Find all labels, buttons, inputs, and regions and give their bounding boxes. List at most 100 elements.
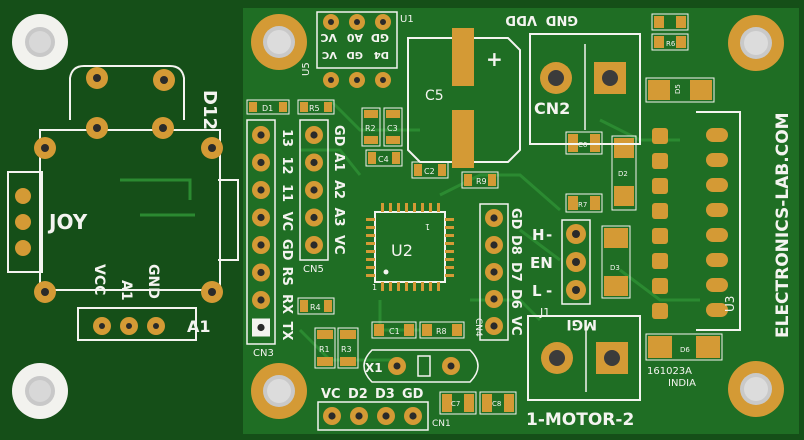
cn1-pin-label-2: D2 <box>348 387 368 402</box>
joy-label: JOY <box>47 210 88 234</box>
cn4-pin-5-hole <box>490 322 498 330</box>
u2-pin-l4 <box>366 250 375 253</box>
cn1-pin-label-3: D3 <box>375 387 395 402</box>
cn4-pin-2-hole <box>490 241 498 249</box>
c7-label: C7 <box>451 400 460 408</box>
cn5-pin-label-3: A2 <box>331 180 346 199</box>
cn5-pin-1-hole <box>310 131 318 139</box>
u2-pin-l3 <box>366 242 375 245</box>
cn5-pin-label-2: A1 <box>331 153 346 172</box>
vdd-label: VDD <box>505 12 537 27</box>
u3-left-pad-8 <box>652 303 668 319</box>
mount-hole-bl <box>12 363 68 419</box>
d3-label: D3 <box>610 264 620 272</box>
u2-pin-b3 <box>405 282 408 291</box>
country-label: INDIA <box>668 378 696 389</box>
u3-left-pad-2 <box>652 153 668 169</box>
u3-left-pad-7 <box>652 278 668 294</box>
u3-left-pad-6 <box>652 253 668 269</box>
u2-pin-l0 <box>366 218 375 221</box>
top-row1-label-1: GD <box>371 31 389 44</box>
date-code-label: 161023A <box>647 366 692 377</box>
u2-pin-t1 <box>389 203 392 212</box>
u2-pin-b6 <box>429 282 432 291</box>
u5-label: U5 <box>301 62 312 76</box>
terminal-motor: MGI 1-MOTOR-2 <box>526 315 641 430</box>
u2-pin1-label: 1 <box>372 283 377 292</box>
cn3-pin-label-4: VC <box>279 212 294 232</box>
u2-pin-r6 <box>445 266 454 269</box>
cn3-pin-label-8: TX <box>279 322 294 341</box>
cn3-pin-label-5: GD <box>279 239 294 261</box>
d12-label: D12 <box>199 90 220 130</box>
mount-hole-bm <box>251 363 307 419</box>
r2-label: R2 <box>365 124 376 133</box>
u2-pin-t5 <box>421 203 424 212</box>
r9-label: R9 <box>476 177 487 186</box>
cn3-pin-label-1: 13 <box>279 129 294 147</box>
cn3-pin-2-hole <box>257 158 265 167</box>
motor-label: 1-MOTOR-2 <box>526 410 634 430</box>
cn4-pin-label-1: GD <box>508 208 523 230</box>
header-cn5: CN5 <box>299 119 329 275</box>
cn3-pin-5-hole <box>257 241 265 249</box>
cn3-pin-1-hole <box>257 131 265 139</box>
j1-label: J1 <box>539 306 550 319</box>
mount-hole-br <box>728 361 784 417</box>
u3-pin-2 <box>706 153 728 167</box>
cn3-pin-label-6: RS <box>279 267 294 286</box>
cn4-label: CN4 <box>473 318 483 337</box>
d6-label: D6 <box>680 346 690 354</box>
header-cn1: CN1 <box>317 401 451 431</box>
cn3-pin-4-hole <box>257 213 265 222</box>
u2-pin-b2 <box>397 282 400 291</box>
u2-pin-b4 <box>413 282 416 291</box>
mgi-label: MGI <box>566 316 597 332</box>
top-header: U1 U5 <box>301 11 414 88</box>
cn3-pin-6-hole <box>257 268 265 277</box>
x1-label: X1 <box>365 361 383 375</box>
d5-label: D5 <box>674 84 682 94</box>
cn4-pin-label-4: D6 <box>508 289 523 309</box>
switch-dash-l: - <box>546 282 552 300</box>
mounting-holes <box>12 14 784 419</box>
u2-pin-t3 <box>405 203 408 212</box>
mount-hole-tl <box>12 14 68 70</box>
u3-pin-1 <box>706 128 728 142</box>
cn3-pin-7-hole <box>257 296 265 304</box>
u2-pin-r1 <box>445 226 454 229</box>
cn5-pin-3-hole <box>310 186 318 194</box>
connector-u3: U3 <box>652 111 741 331</box>
cn1-pin-1-hole <box>328 412 336 420</box>
crystal-x1: X1 <box>363 349 479 383</box>
cn1-label: CN1 <box>432 419 451 429</box>
vcc-pin-label: VCC <box>91 264 107 295</box>
u2-pin-b1 <box>389 282 392 291</box>
top-row2-label-3: VC <box>322 49 337 60</box>
cn4-pin-3-hole <box>490 268 498 276</box>
u2-pin-r3 <box>445 242 454 245</box>
switch-label-l: L <box>532 282 542 300</box>
d1-label: D1 <box>262 104 273 113</box>
u2-pin-l1 <box>366 226 375 229</box>
c1-label: C1 <box>389 327 400 336</box>
smd-parts: D1 R5 R2 C3 C4 C2 R9 R4 R1 R3 <box>246 13 723 415</box>
u3-pin-5 <box>706 228 728 242</box>
r3-label: R3 <box>341 345 352 354</box>
d2-label: D2 <box>618 170 628 178</box>
cn1-pin-label-1: VC <box>321 387 341 402</box>
cn4-pin-label-5: VC <box>508 316 523 336</box>
cn5-pin-4-hole <box>310 213 318 222</box>
u2-pin-b7 <box>437 282 440 291</box>
cn5-pin-label-1: GD <box>331 125 346 147</box>
cn3-label: CN3 <box>253 348 274 359</box>
cn1-pin-label-4: GD <box>402 387 424 402</box>
joystick-module: JOY D12 A1 VCC A1 GND <box>7 65 239 341</box>
terminal-cn2: CN2 VDD GND <box>505 12 641 145</box>
u2-pin-l2 <box>366 234 375 237</box>
u2-pin-r2 <box>445 234 454 237</box>
u2-pin-t2 <box>397 203 400 212</box>
u3-left-pad-1 <box>652 128 668 144</box>
u2-pin-t0 <box>381 203 384 212</box>
